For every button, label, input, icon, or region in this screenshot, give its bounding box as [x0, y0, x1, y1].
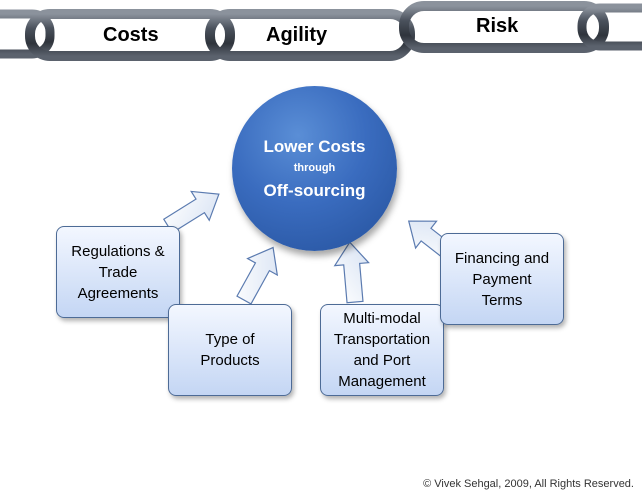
center-title: Lower Costs [263, 136, 366, 156]
chain-banner [0, 1, 642, 61]
factor-label-multimodal: Multi-modal Transportation and Port Mana… [333, 310, 431, 390]
chain-link-costs [25, 9, 235, 61]
center-circle: Lower Costs through Off-sourcing [232, 86, 397, 251]
chain-link-left-partial [0, 9, 55, 59]
factor-label-financing: Financing and Payment Terms [454, 249, 550, 309]
chain-label-agility: Agility [266, 24, 328, 46]
chain-label-costs: Costs [103, 24, 159, 46]
factor-label-type-of-products: Type of Products [200, 331, 260, 369]
center-subtitle: Off-sourcing [263, 180, 366, 200]
factor-box-multimodal: Multi-modal Transportation and Port Mana… [320, 304, 444, 396]
factor-box-regulations: Regulations & Trade Agreements [56, 226, 180, 318]
arrow-type-of-products [228, 238, 289, 309]
factor-label-regulations: Regulations & Trade Agreements [71, 242, 165, 302]
arrow-multimodal [332, 240, 373, 305]
center-connector: through [293, 161, 336, 174]
factor-box-financing: Financing and Payment Terms [440, 233, 564, 325]
chain-link-risk [399, 1, 609, 53]
chain-link-right-partial [577, 3, 642, 51]
chain-label-risk: Risk [476, 15, 519, 37]
copyright-notice: © Vivek Sehgal, 2009, All Rights Reserve… [423, 478, 634, 490]
factor-box-type-of-products: Type of Products [168, 304, 292, 396]
